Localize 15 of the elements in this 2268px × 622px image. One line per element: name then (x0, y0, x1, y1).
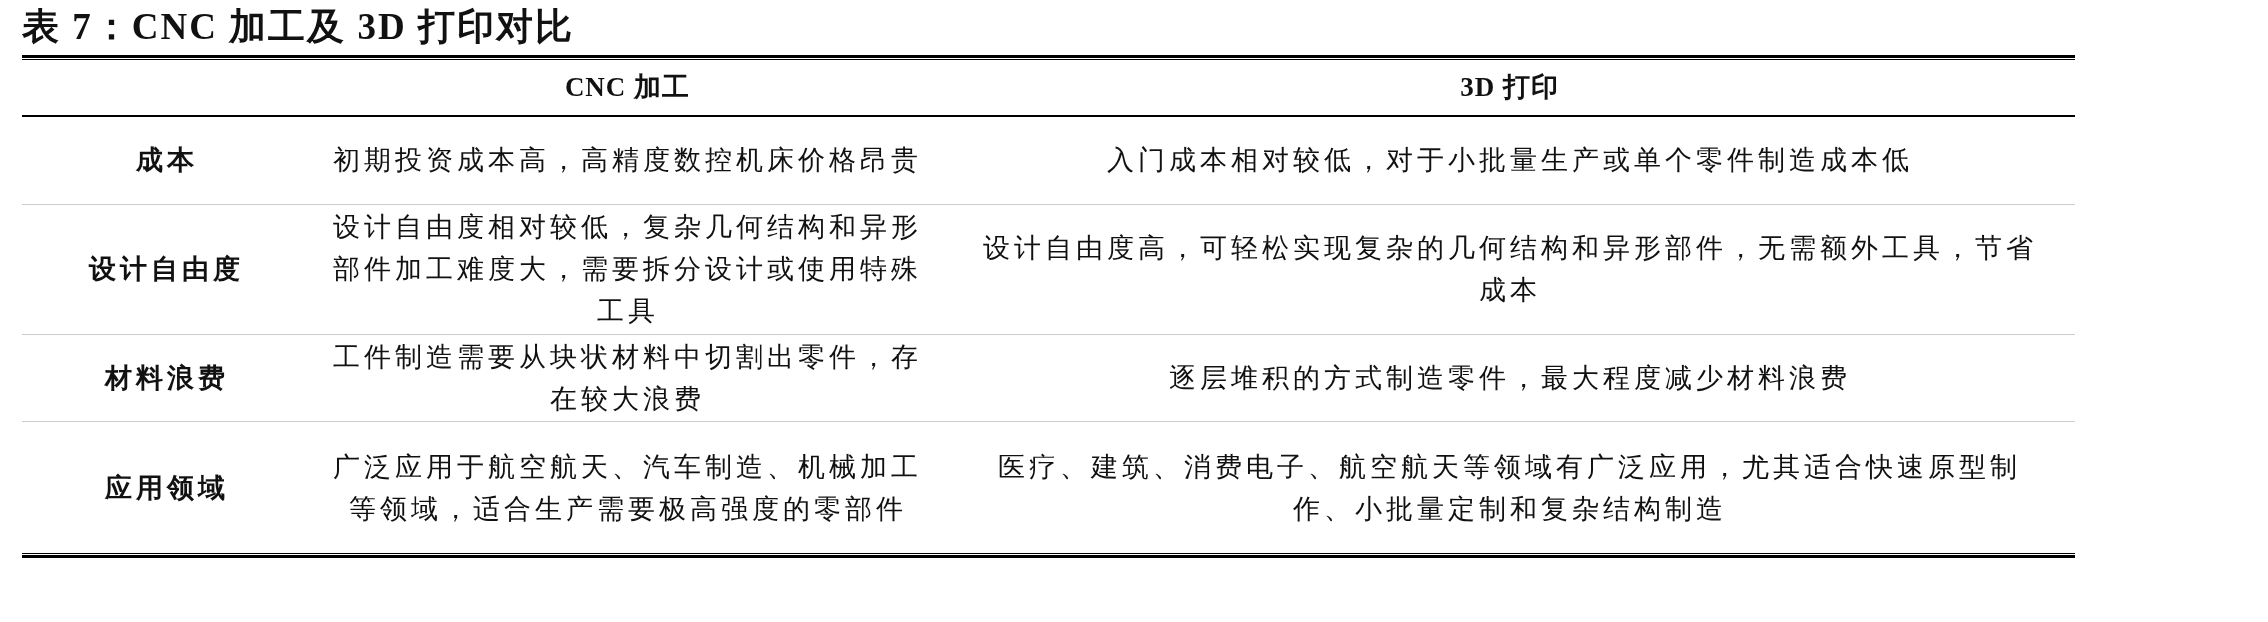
cell-text: 初期投资成本高，高精度数控机床价格昂贵 (333, 144, 922, 177)
cell-text: 逐层堆积的方式制造零件，最大程度减少材料浪费 (1168, 361, 1851, 395)
cell-text: 设计自由度相对较低，复杂几何结构和异形部件加工难度大，需要拆分设计或使用特殊工具 (332, 211, 923, 328)
cell-text: 医疗、建筑、消费电子、航空航天等领域有广泛应用，尤其适合快速原型制作、小批量定制和复杂结构制造 (997, 451, 2022, 526)
row-heading: 材料浪费 (104, 361, 229, 395)
cell-text: 工件制造需要从块状材料中切割出零件，存在较大浪费 (332, 340, 923, 416)
cell-text: 入门成本相对较低，对于小批量生产或单个零件制造成本低 (1106, 144, 1913, 177)
cell-text: 广泛应用于航空航天、汽车制造、机械加工等领域，适合生产需要极高强度的零部件 (332, 451, 923, 526)
row-heading: 设计自由度 (89, 253, 244, 286)
cell-text: 设计自由度高，可轻松实现复杂的几何结构和异形部件，无需额外工具，节省成本 (981, 232, 2038, 307)
row-heading: 应用领域 (104, 472, 229, 505)
column-heading: CNC 加工 (564, 71, 691, 104)
column-heading: 3D 打印 (1460, 71, 1559, 104)
table-title: 表 7：CNC 加工及 3D 打印对比 (22, 5, 574, 49)
row-heading: 成本 (135, 144, 198, 177)
